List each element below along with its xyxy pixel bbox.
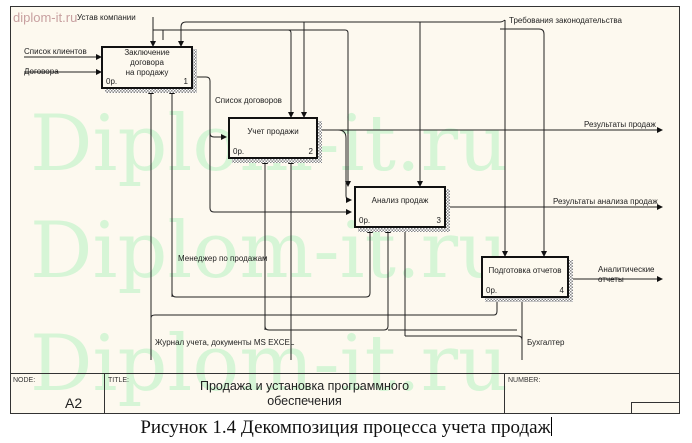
label-control-charter: Устав компании: [77, 13, 136, 22]
activity-title-line: договора: [130, 57, 164, 67]
node-cell: NODE: A2: [10, 374, 105, 414]
label-output-analytic-reports: Аналитические отчеты: [598, 265, 655, 284]
node-value: A2: [65, 395, 83, 411]
activity-cost: 0р.: [486, 286, 498, 295]
activity-title-line: Заключение: [124, 47, 170, 57]
number-cell: NUMBER:: [505, 374, 680, 414]
number-caption: NUMBER:: [508, 377, 541, 384]
label-mechanism-accountant: Бухгалтер: [527, 338, 565, 347]
title-cell: TITLE: Продажа и установка программного …: [105, 374, 505, 414]
activity-title: Подготовка отчетов: [488, 266, 562, 275]
activity-box-4[interactable]: Подготовка отчетов 0р. 4: [481, 256, 569, 298]
activity-title: Учет продажи: [247, 127, 299, 136]
title-caption: TITLE:: [108, 377, 130, 384]
number-subcell: [631, 402, 680, 414]
title-block: NODE: A2 TITLE: Продажа и установка прог…: [10, 373, 680, 414]
activity-number: 3: [436, 216, 441, 225]
activity-cost: 0р.: [359, 216, 371, 225]
label-mechanism-journal: Журнал учета, документы MS EXCEL: [155, 338, 295, 347]
text-cursor: [550, 417, 552, 436]
title-value-line2: обеспечения: [267, 394, 342, 408]
activity-cost: 0р.: [233, 147, 245, 156]
label-output-sales-results: Результаты продаж: [584, 120, 656, 129]
watermark-small: diplom-it.ru: [13, 10, 78, 25]
activity-box-2[interactable]: Учет продажи 0р. 2: [228, 117, 318, 159]
caption-text: Рисунок 1.4 Декомпозиция процесса учета …: [140, 417, 551, 438]
activity-number: 4: [559, 286, 564, 295]
label-control-legal: Требования законодательства: [509, 16, 622, 25]
node-caption: NODE:: [13, 377, 36, 384]
title-value-line1: Продажа и установка программного: [199, 379, 410, 393]
label-contracts-list: Список договоров: [215, 96, 282, 105]
activity-title-line: на продажу: [125, 67, 169, 77]
activity-cost: 0р.: [106, 77, 118, 86]
label-input-clients: Список клиентов: [24, 47, 87, 56]
label-input-contracts: Договора: [24, 67, 59, 76]
activity-box-1[interactable]: Заключение договора на продажу 0р. 1: [101, 46, 193, 89]
arrow-control-legal: [178, 19, 506, 47]
activity-box-3[interactable]: Анализ продаж 0р. 3: [354, 186, 446, 228]
activity-title: Анализ продаж: [371, 196, 429, 205]
label-mechanism-manager: Менеджер по продажам: [178, 254, 268, 263]
figure-caption: Рисунок 1.4 Декомпозиция процесса учета …: [0, 417, 692, 439]
label-output-analysis-results: Результаты анализа продаж: [553, 197, 658, 206]
arrow-contracts-list: [193, 76, 227, 140]
activity-number: 2: [308, 147, 313, 156]
activity-number: 1: [183, 77, 188, 86]
